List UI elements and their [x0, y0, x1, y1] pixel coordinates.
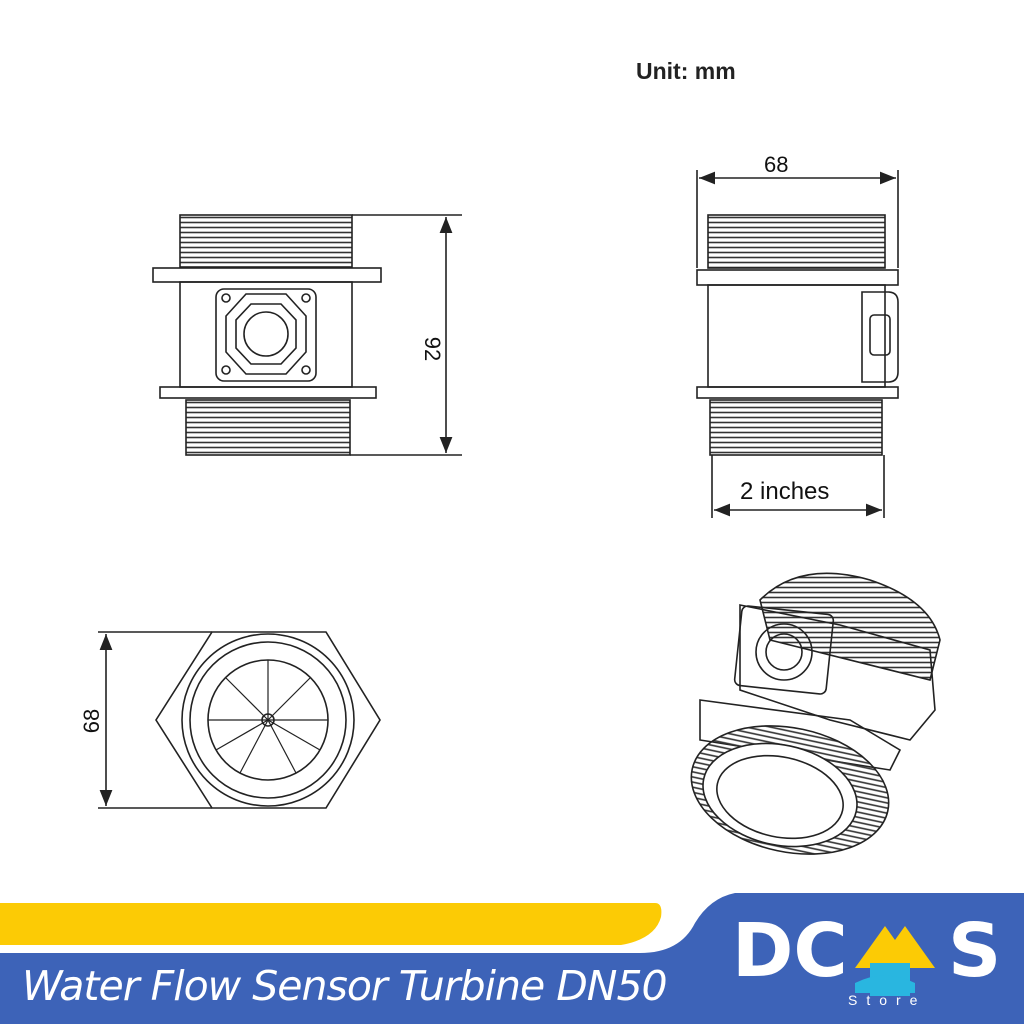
sensor-mount: [215, 288, 317, 382]
dimension-side-thread: 2 inches: [740, 478, 830, 505]
side-view: [696, 170, 899, 518]
brand-logo-left: DC: [732, 908, 848, 994]
banner-background: [0, 893, 1024, 1024]
brand-logo-right: S: [948, 908, 1002, 994]
brand-logo-sub: Store: [848, 992, 927, 1008]
house-tools-icon: [855, 926, 935, 996]
dimension-side-width: 68: [764, 152, 789, 177]
brand-logo: DC S Store: [730, 908, 1010, 1008]
bottom-view: [98, 631, 381, 809]
product-title: Water Flow Sensor Turbine DN50: [22, 962, 668, 1010]
unit-label: Unit: mm: [636, 58, 736, 84]
dimension-bottom-width: 68: [79, 708, 105, 734]
front-view: [152, 214, 462, 456]
isometric-view: [690, 572, 941, 855]
dimension-front-height: 92: [420, 336, 446, 362]
